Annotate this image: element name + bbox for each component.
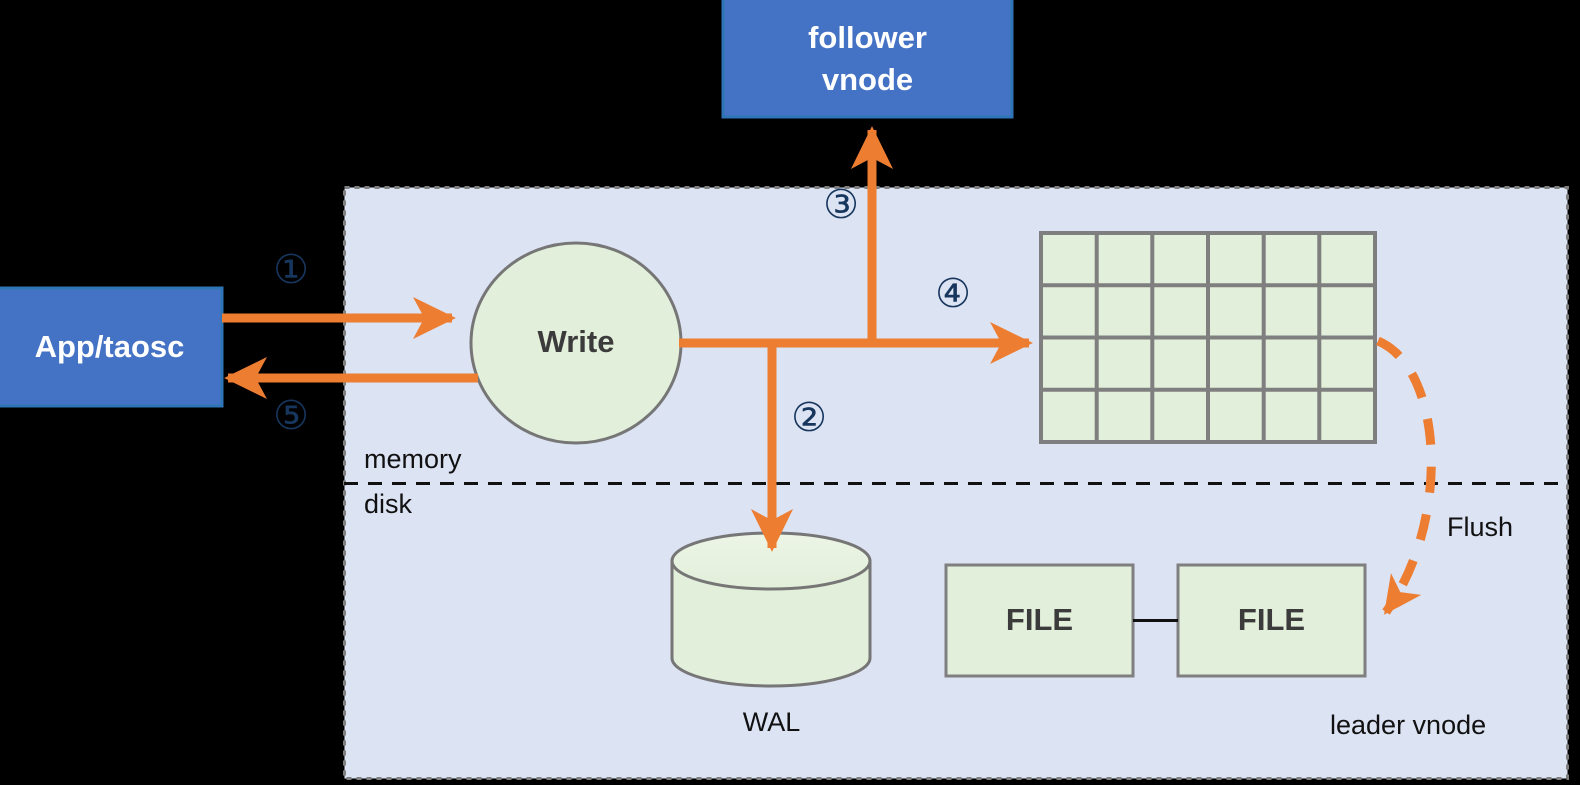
- app-taosc-box[interactable]: [0, 286, 224, 408]
- leader-vnode-label: leader vnode: [1330, 710, 1487, 740]
- step-marker-2: ②: [791, 396, 827, 440]
- edge-flush: [1376, 336, 1436, 615]
- flush-label: Flush: [1447, 512, 1514, 542]
- step-marker-5: ⑤: [273, 394, 309, 438]
- follower-vnode-box[interactable]: [721, 0, 1014, 119]
- step-marker-4: ④: [935, 272, 971, 316]
- wal-cylinder[interactable]: [670, 531, 872, 688]
- step-marker-3: ③: [823, 183, 859, 227]
- disk-label: disk: [364, 489, 413, 519]
- follower-vnode-label-line2: vnode: [821, 62, 914, 97]
- memtable-grid[interactable]: [1039, 231, 1377, 444]
- write-node-label: Write: [537, 324, 615, 359]
- follower-vnode-label-line1: follower: [808, 20, 927, 55]
- app-taosc-label: App/taosc: [34, 329, 185, 364]
- file-box-right[interactable]: [1176, 563, 1367, 678]
- memory-label: memory: [364, 444, 462, 474]
- wal-caption: WAL: [742, 707, 801, 737]
- file-box-right-label: FILE: [1237, 602, 1306, 637]
- step-marker-1: ①: [273, 248, 309, 292]
- file-box-left-label: FILE: [1005, 602, 1074, 637]
- file-box-left[interactable]: [944, 563, 1135, 678]
